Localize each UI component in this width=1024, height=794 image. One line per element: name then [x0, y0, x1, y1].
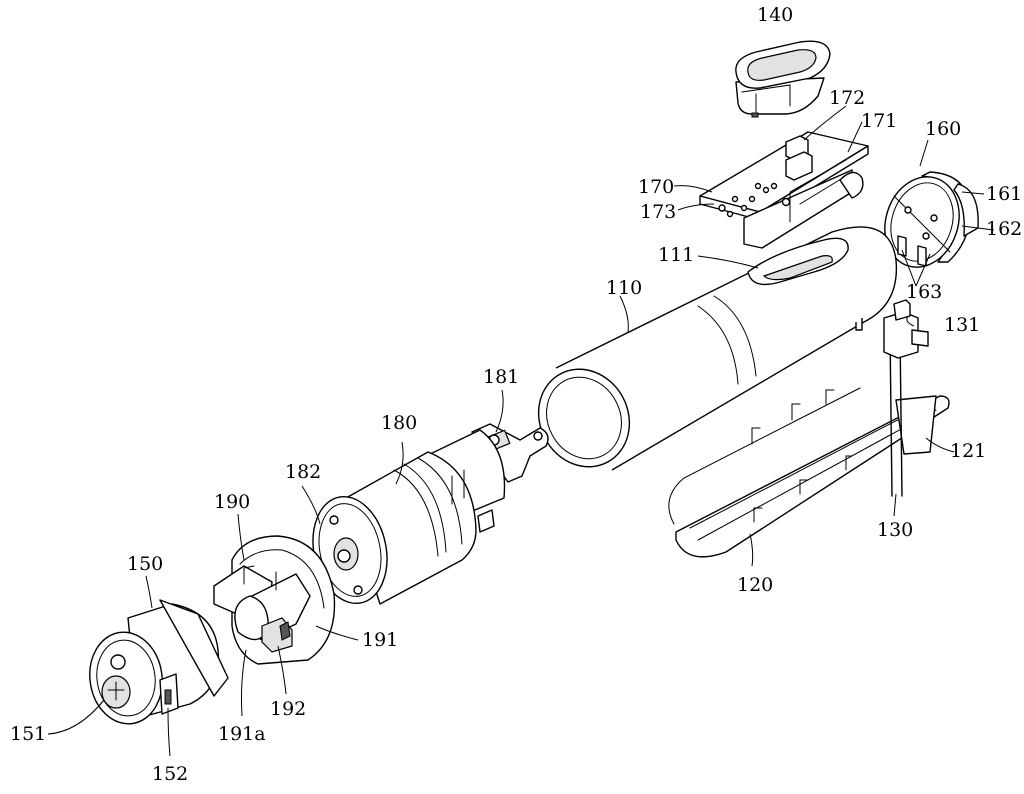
label-162: 162 [986, 218, 1023, 240]
label-190: 190 [214, 491, 251, 513]
label-151: 151 [10, 723, 47, 745]
label-191a: 191a [218, 723, 266, 745]
label-171: 171 [861, 110, 898, 132]
label-170: 170 [638, 176, 675, 198]
label-150: 150 [127, 553, 164, 575]
label-163: 163 [906, 281, 943, 303]
label-180: 180 [381, 412, 418, 434]
label-181: 181 [483, 366, 520, 388]
front-cap-part [89, 599, 229, 725]
circuit-board-part [699, 131, 869, 249]
label-140: 140 [757, 4, 794, 26]
label-172: 172 [829, 87, 866, 109]
button-cover-part [735, 40, 831, 118]
label-192: 192 [270, 698, 307, 720]
label-130: 130 [877, 519, 914, 541]
label-160: 160 [925, 118, 962, 140]
label-121: 121 [950, 440, 987, 462]
label-111: 111 [658, 244, 695, 266]
label-152: 152 [152, 763, 189, 785]
motor-part [312, 423, 549, 605]
main-housing-part [537, 226, 898, 471]
label-173: 173 [640, 201, 677, 223]
leader-lines [47, 105, 995, 757]
label-191: 191 [362, 629, 399, 651]
label-182: 182 [285, 461, 322, 483]
label-131: 131 [944, 314, 981, 336]
label-161: 161 [986, 183, 1023, 205]
rear-cap-part [884, 171, 979, 268]
label-110: 110 [606, 277, 643, 299]
label-120: 120 [737, 574, 774, 596]
brush-holder-part [213, 535, 336, 665]
